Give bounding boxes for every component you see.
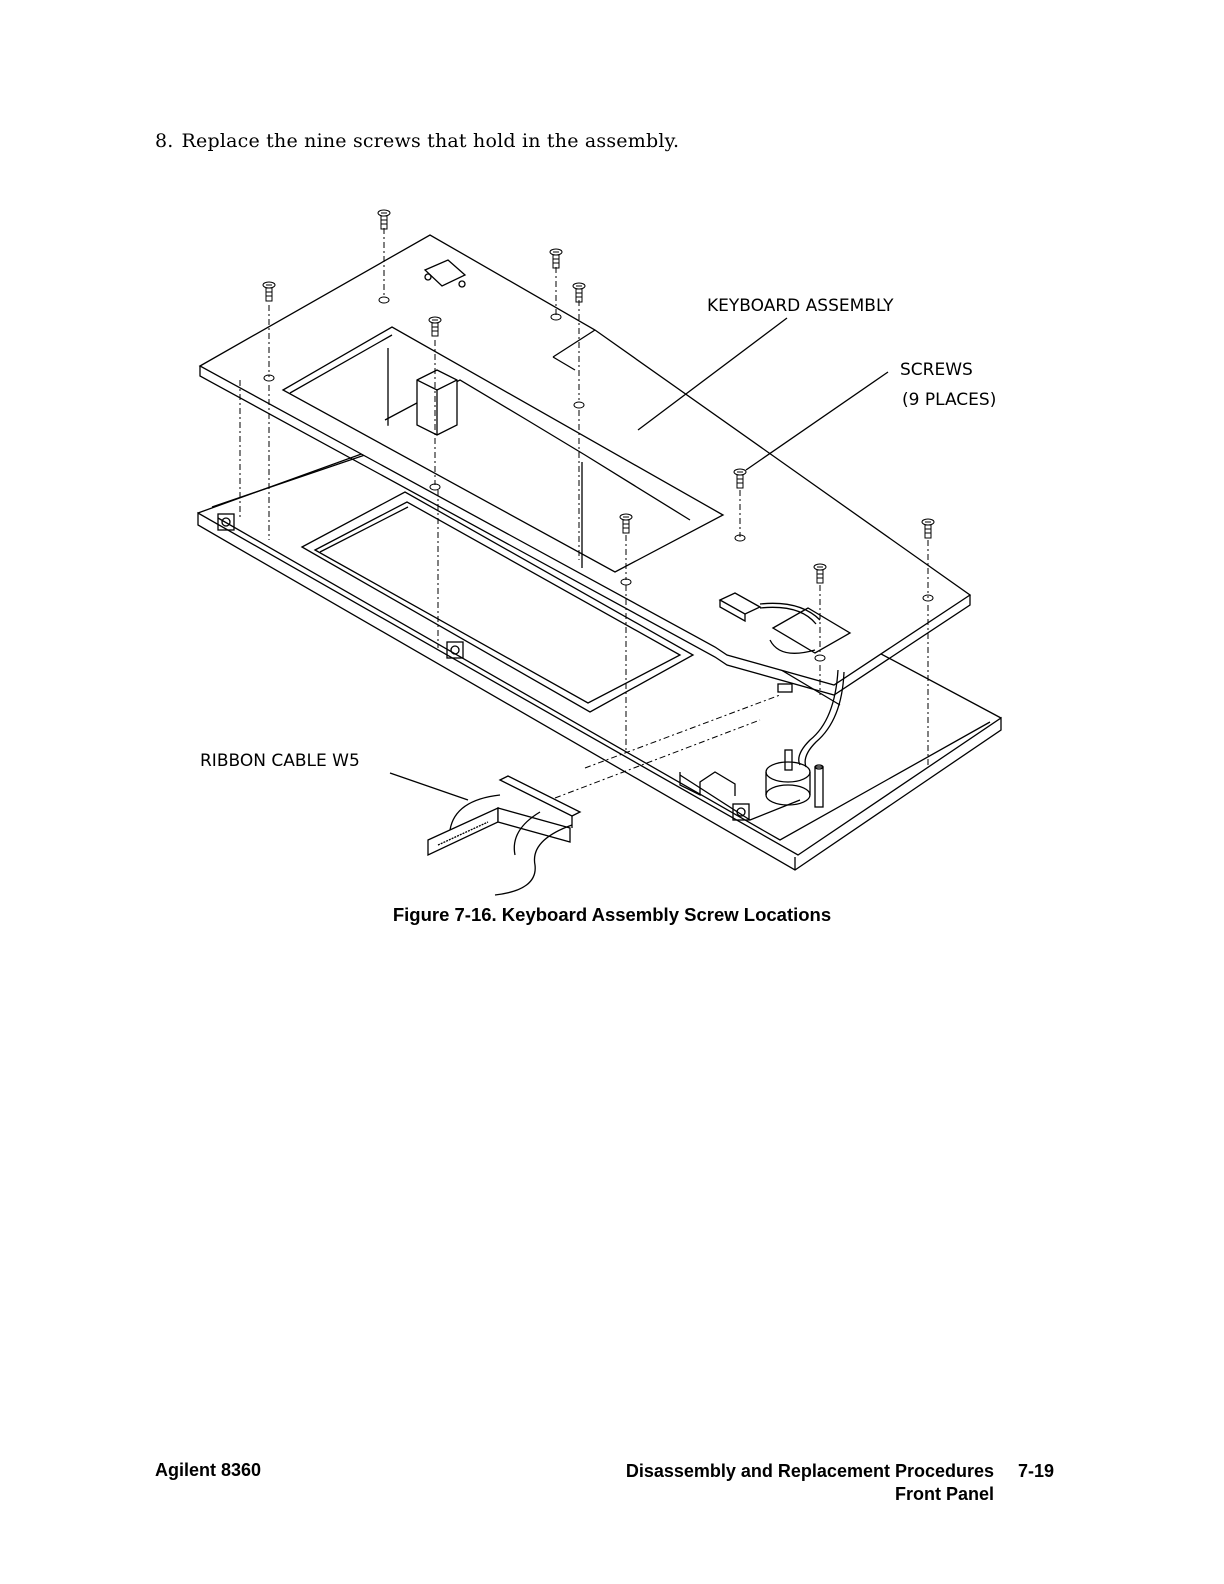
footer-subsection: Front Panel xyxy=(626,1483,994,1506)
footer-section-title: Disassembly and Replacement Procedures xyxy=(626,1461,994,1481)
label-ribbon-cable: RIBBON CABLE W5 xyxy=(200,751,360,771)
label-keyboard-assembly: KEYBOARD ASSEMBLY xyxy=(707,296,894,316)
step-number: 8. xyxy=(155,130,174,152)
footer-product: Agilent 8360 xyxy=(155,1460,261,1481)
page-number: 7-19 xyxy=(994,1460,1054,1483)
label-screws: SCREWS xyxy=(900,360,973,380)
label-nine-places: (9 PLACES) xyxy=(902,390,996,410)
figure-caption: Figure 7-16. Keyboard Assembly Screw Loc… xyxy=(0,904,1224,926)
step-text: Replace the nine screws that hold in the… xyxy=(182,130,680,152)
step-8: 8. Replace the nine screws that hold in t… xyxy=(155,130,679,152)
keyboard-assembly-figure: KEYBOARD ASSEMBLY SCREWS (9 PLACES) RIBB… xyxy=(160,200,1060,900)
